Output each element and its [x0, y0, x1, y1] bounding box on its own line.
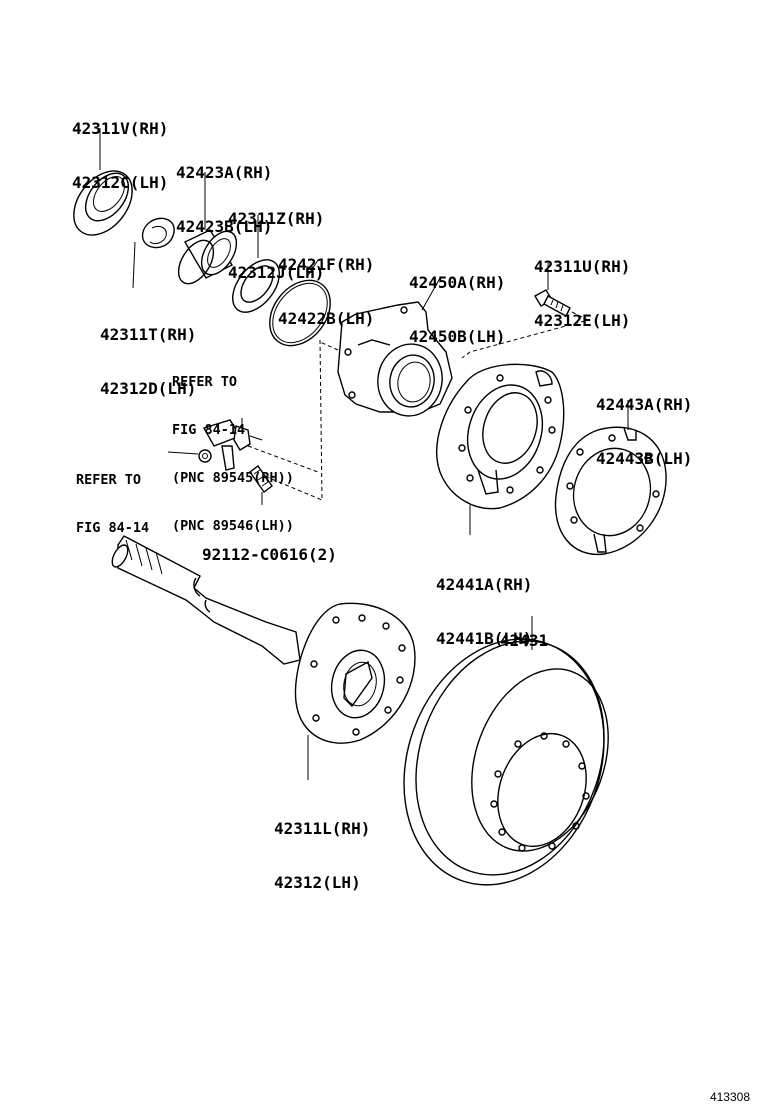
brake-disc-part[interactable] — [371, 611, 638, 913]
gasket-part[interactable] — [554, 426, 667, 556]
reference-clip[interactable]: REFER TO FIG 84-14 — [76, 472, 150, 536]
callout-retainer[interactable]: 42311Z(RH) 42312J(LH) — [228, 209, 325, 282]
callout-hub[interactable]: 42450A(RH) 42450B(LH) — [409, 273, 506, 346]
stud-part[interactable] — [249, 465, 273, 493]
oil-seal-part[interactable] — [62, 160, 144, 246]
callout-brake-disc[interactable]: 42431 — [500, 631, 549, 650]
reference-sensor[interactable]: REFER TO FIG 84-14 (PNC 89545(RH)) (PNC … — [172, 374, 294, 534]
callout-o-ring[interactable]: 42421F(RH) 42422B(LH) — [278, 255, 375, 328]
retainer-part[interactable] — [223, 251, 288, 320]
callout-stud[interactable]: 92112-C0616(2) — [202, 545, 337, 564]
o-ring-part[interactable] — [257, 269, 342, 358]
callout-oil-seal[interactable]: 42311V(RH) 42312C(LH) — [72, 119, 169, 192]
figure-number: 413308 — [709, 1090, 750, 1104]
callout-bolt[interactable]: 42311U(RH) 42312E(LH) — [534, 257, 631, 330]
bearing-part[interactable] — [171, 225, 243, 290]
axle-hub-part[interactable] — [337, 301, 453, 421]
callout-bearing[interactable]: 42423A(RH) 42423B(LH) — [176, 163, 273, 236]
callout-backing-plate[interactable]: 42441A(RH) 42441B(LH) — [436, 575, 533, 648]
axle-shaft-part[interactable] — [109, 535, 416, 744]
snap-ring-part[interactable] — [141, 217, 175, 249]
clip-part[interactable] — [198, 449, 212, 463]
hub-bolt-part[interactable] — [534, 289, 571, 317]
speed-sensor-part[interactable] — [202, 419, 263, 471]
callout-gasket[interactable]: 42443A(RH) 42443B(LH) — [596, 395, 693, 468]
callout-axle-shaft[interactable]: 42311L(RH) 42312(LH) — [274, 819, 371, 892]
backing-plate-part[interactable] — [436, 363, 565, 510]
callout-snap-ring[interactable]: 42311T(RH) 42312D(LH) — [100, 325, 197, 398]
